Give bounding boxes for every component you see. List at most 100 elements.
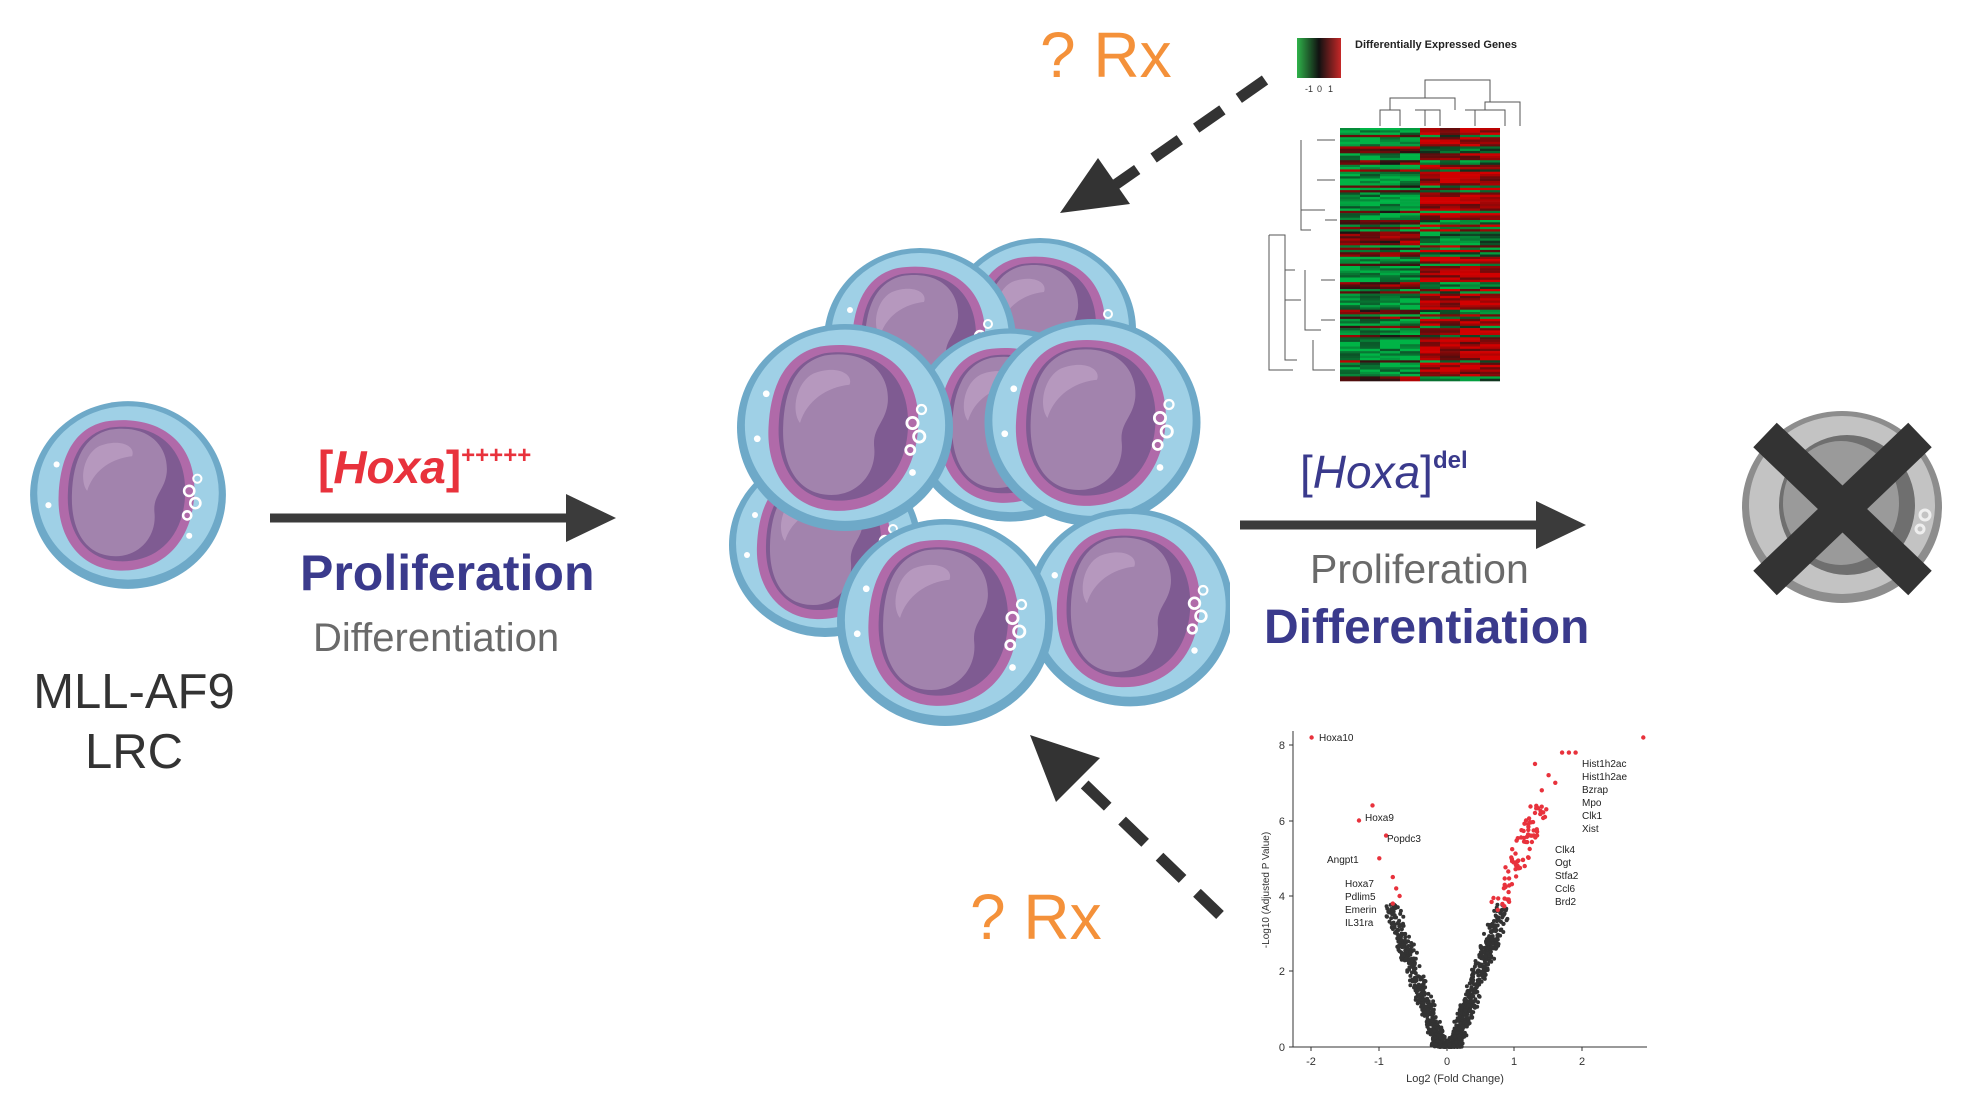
heatmap-cell [1460,254,1480,258]
gene-label-up: Clk1 [1582,811,1602,822]
heatmap-cell [1380,374,1400,377]
volcano-point [1413,979,1418,984]
heatmap-cell [1380,270,1400,274]
heatmap-cell [1400,355,1420,359]
heatmap-cell [1400,139,1420,143]
volcano-point [1534,806,1539,811]
heatmap-cell [1360,309,1380,313]
heatmap-cell [1420,210,1440,214]
volcano-point [1502,876,1507,881]
heatmap-cell [1380,291,1400,294]
heatmap-cell [1420,245,1440,248]
volcano-point [1530,819,1536,825]
heatmap-figure: -1 0 1 Differentially Expressed Genes [1265,30,1565,390]
heatmap-cell [1460,217,1480,221]
gene-label-down: Hoxa7 [1345,879,1374,890]
heatmap-cell [1420,307,1440,310]
heatmap-cell [1460,206,1480,209]
heatmap-cell [1420,171,1440,175]
heatmap-cell [1420,339,1440,343]
heatmap-cell [1420,134,1440,138]
x-tick-label: 1 [1511,1056,1517,1068]
heatmap-cell [1420,302,1440,306]
heatmap-cell [1340,298,1360,301]
heatmap-cell [1380,353,1400,356]
heatmap-cell [1400,325,1420,329]
volcano-point [1476,1000,1480,1005]
volcano-point [1470,993,1475,998]
heatmap-cell [1440,134,1460,138]
heatmap-cell [1340,293,1360,297]
volcano-point [1398,908,1403,913]
heatmap-cell [1340,266,1360,269]
heatmap-cell [1380,332,1400,336]
heatmap-cell [1360,316,1380,320]
heatmap-cell [1340,222,1360,225]
heatmap-cell [1380,224,1400,228]
heatmap-cell [1380,130,1400,133]
heatmap-cell [1420,192,1440,195]
heatmap-cell [1460,284,1480,287]
heatmap-cell [1440,289,1460,292]
heatmap-cell [1440,277,1460,281]
heatmap-cell [1420,164,1440,168]
heatmap-cell [1460,261,1480,264]
heatmap-cell [1360,162,1380,166]
right-secondary-label: Proliferation [1310,546,1529,592]
heatmap-cell [1440,256,1460,260]
heatmap-cell [1400,286,1420,290]
volcano-point [1482,964,1487,969]
heatmap-cell [1460,355,1480,359]
volcano-point [1502,896,1507,901]
heatmap-cell [1340,240,1360,244]
heatmap-cell [1380,259,1400,262]
heatmap-cell [1460,190,1480,193]
heatmap-cell [1360,128,1380,131]
heatmap-cell [1400,360,1420,363]
heatmap-cell [1360,321,1380,324]
heatmap-cell [1400,358,1420,361]
rx-top-label: ? Rx [1040,19,1172,91]
heatmap-cell [1480,157,1500,161]
heatmap-cell [1360,206,1380,209]
dead-cell [1735,405,1950,610]
volcano-point [1398,911,1403,916]
volcano-point [1435,1026,1440,1031]
heatmap-cell [1480,256,1500,260]
heatmap-cell [1420,362,1440,366]
heatmap-cell [1360,263,1380,267]
heatmap-cell [1480,197,1500,200]
heatmap-cell [1420,268,1440,271]
heatmap-cell [1440,176,1460,179]
heatmap-cell [1380,247,1400,251]
volcano-point [1426,1023,1430,1028]
heatmap-cell [1380,346,1400,350]
heatmap-cell [1440,215,1460,218]
heatmap-cell [1400,277,1420,281]
heatmap-cell [1440,369,1460,373]
heatmap-cell [1440,270,1460,274]
heatmap-cell [1420,256,1440,260]
volcano-point [1529,839,1535,845]
heatmap-cell [1360,197,1380,200]
heatmap-cell [1340,220,1360,223]
heatmap-cell [1340,346,1360,350]
hoxa-bracket-close: ] [445,441,462,493]
heatmap-cell [1400,197,1420,200]
heatmap-cell [1340,203,1360,207]
volcano-point [1532,761,1538,767]
heatmap-cell [1460,337,1480,340]
heatmap-cell [1380,183,1400,186]
heatmap-cell [1360,148,1380,152]
heatmap-cell [1400,323,1420,327]
heatmap-cell [1360,314,1380,317]
heatmap-cell [1380,284,1400,287]
heatmap-cell [1340,371,1360,375]
volcano-point [1464,1033,1469,1038]
volcano-point [1471,978,1476,983]
heatmap-cell [1460,291,1480,294]
volcano-point [1459,1006,1464,1010]
heatmap-cell [1460,300,1480,304]
heatmap-cell [1380,300,1400,304]
heatmap-cell [1420,247,1440,251]
